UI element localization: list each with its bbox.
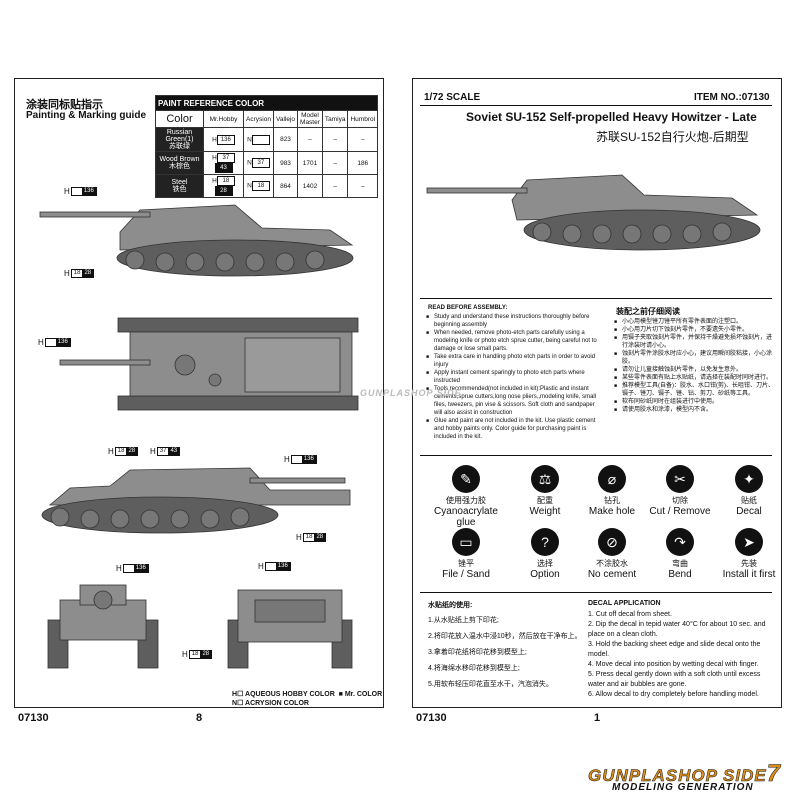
bend-icon: ↷	[666, 528, 694, 556]
tank-rear-view	[227, 589, 353, 669]
left-page-code: 07130	[18, 712, 49, 724]
legend-acrysion: N☐ ACRYSION COLOR	[232, 700, 309, 707]
header-rule	[420, 105, 772, 106]
guide-title-cn: 涂装同标贴指示	[26, 99, 103, 111]
note-en-item: Study and understand these instructions …	[426, 313, 604, 329]
watermark-logo: GUNPLASHOP SIDE7	[588, 760, 782, 788]
decal-icon: ✦	[735, 465, 763, 493]
note-cn-item: 请勿让儿童接触蚀刻片零件，以免发生意外。	[614, 366, 774, 374]
note-en-item: Tools recommended(not included in kit):P…	[426, 385, 604, 417]
read-before-heading: READ BEFORE ASSEMBLY:	[428, 305, 508, 311]
note-en-item: When needed, remove photo-etch parts car…	[426, 329, 604, 353]
drill-hole-icon: ⌀	[598, 465, 626, 493]
note-en-item: Glue and paint are not included in the k…	[426, 417, 604, 441]
notes-cn-heading: 装配之前仔细阅读	[616, 307, 680, 316]
paint-reference-table: PAINT REFERENCE COLOR Color Mr.Hobby Acr…	[154, 95, 379, 198]
decal-cn-heading: 水贴纸的使用:	[428, 602, 473, 609]
model-title-cn: 苏联SU-152自行火炮-后期型	[596, 130, 749, 144]
decal-en-heading: DECAL APPLICATION	[588, 600, 661, 607]
note-cn-item: 小心用模型锉刀锉平所有零件表面的注塑口。	[614, 318, 774, 326]
note-cn-item: 请使用胶水和涂漆，模型内不含。	[614, 406, 774, 414]
decal-en-steps: 1. Cut off decal from sheet. 2. Dip the …	[588, 611, 766, 698]
watermark-center: GUNPLASHOP SIDE	[360, 388, 462, 398]
note-cn-item: 小心用刀片切下蚀刻片零件，不要遗失小零件。	[614, 326, 774, 334]
note-cn-item: 软布同砂纸同时在组装进行中使用。	[614, 398, 774, 406]
tank-hero-side-view	[426, 174, 761, 251]
tank-top-view	[59, 317, 359, 411]
icons-top-rule	[420, 455, 772, 456]
decal-top-rule	[420, 592, 772, 593]
paint-table-title: PAINT REFERENCE COLOR	[154, 95, 379, 111]
right-page-number: 1	[594, 712, 601, 724]
file-sand-icon: ▭	[452, 528, 480, 556]
note-cn-item: 用镊子夹取蚀刻片零件，并保持干燥避免损坏蚀刻片，进行涂装时请小心。	[614, 334, 774, 350]
notes-top-rule	[420, 298, 772, 299]
notes-en-list: Study and understand these instructions …	[426, 313, 604, 441]
notes-cn-list: 小心用模型锉刀锉平所有零件表面的注塑口。 小心用刀片切下蚀刻片零件，不要遗失小零…	[614, 318, 774, 414]
model-title: Soviet SU-152 Self-propelled Heavy Howit…	[466, 110, 757, 124]
tank-side-view-left	[39, 204, 354, 277]
guide-title-en: Painting & Marking guide	[26, 110, 147, 121]
option-icon: ?	[531, 528, 559, 556]
legend-aqueous: H☐ AQUEOUS HOBBY COLOR ■ Mr. COLOR	[232, 691, 383, 698]
note-en-item: Take extra care in handling photo etch p…	[426, 353, 604, 369]
tank-side-view-right	[41, 467, 351, 534]
note-cn-item: 蚀刻片零件涂胶水时应小心，建议用瞬间胶粘接，小心涂胶。	[614, 350, 774, 366]
weight-icon: ⚖	[531, 465, 559, 493]
scale-label: 1/72 SCALE	[424, 92, 481, 103]
decal-cn-steps: 1.从水贴纸上剪下印花; 2.将印花放入温水中浸10秒，然后放在干净布上。 3.…	[428, 617, 582, 688]
note-cn-item: 某些零件表面有贴上水贴纸，请选择在装配时同时进行。	[614, 374, 774, 382]
watermark-sub: MODELING GENERATION	[612, 782, 754, 793]
paint-col-color: Color	[155, 110, 204, 128]
cut-icon: ✂	[666, 465, 694, 493]
note-en-item: Apply instant cement sparingly to photo …	[426, 369, 604, 385]
glue-icon: ✎	[452, 465, 480, 493]
item-number: ITEM NO.:07130	[694, 92, 770, 103]
right-page-code: 07130	[416, 712, 447, 724]
note-cn-item: 推荐模型工具(自备)：胶水、水口钳(剪)、长咀钳、刀片、镊子、锉刀、镊子、锉、钻…	[614, 382, 774, 398]
tank-drawings-left	[39, 204, 359, 669]
no-cement-icon: ⊘	[598, 528, 626, 556]
left-page-number: 8	[196, 712, 203, 724]
install-first-icon: ➤	[735, 528, 763, 556]
tank-front-view	[47, 584, 159, 669]
